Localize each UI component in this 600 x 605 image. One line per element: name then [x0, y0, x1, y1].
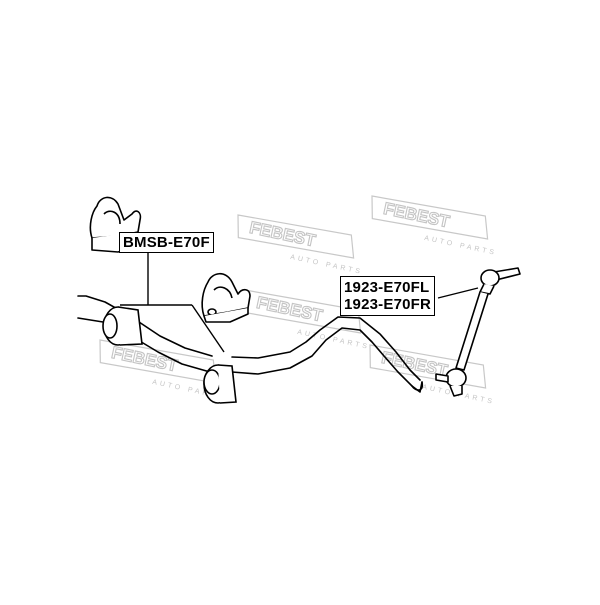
link-leader-line	[437, 287, 479, 299]
watermark-logo: FEBEST AUTO PARTS	[369, 344, 495, 406]
bushing-bracket-middle	[201, 272, 251, 323]
watermark-group: FEBEST AUTO PARTS FEBEST AUTO PARTS FEBE…	[99, 195, 497, 406]
link-part-number-right: 1923-E70FR	[344, 296, 432, 313]
watermark-logo: FEBEST AUTO PARTS	[237, 214, 363, 276]
watermark-logo: FEBEST AUTO PARTS	[371, 195, 497, 257]
link-part-number-left: 1923-E70FL	[344, 279, 430, 296]
stabilizer-link	[435, 267, 521, 397]
bushing-part-number: BMSB-E70F	[123, 234, 210, 251]
bushing-leader-right	[191, 304, 225, 353]
bar-bushing-left	[102, 306, 143, 346]
bushing-part-label: BMSB-E70F	[119, 232, 214, 253]
leader-lines	[120, 249, 479, 353]
bar-bushing-right	[203, 364, 237, 404]
link-part-label: 1923-E70FL 1923-E70FR	[340, 276, 436, 316]
